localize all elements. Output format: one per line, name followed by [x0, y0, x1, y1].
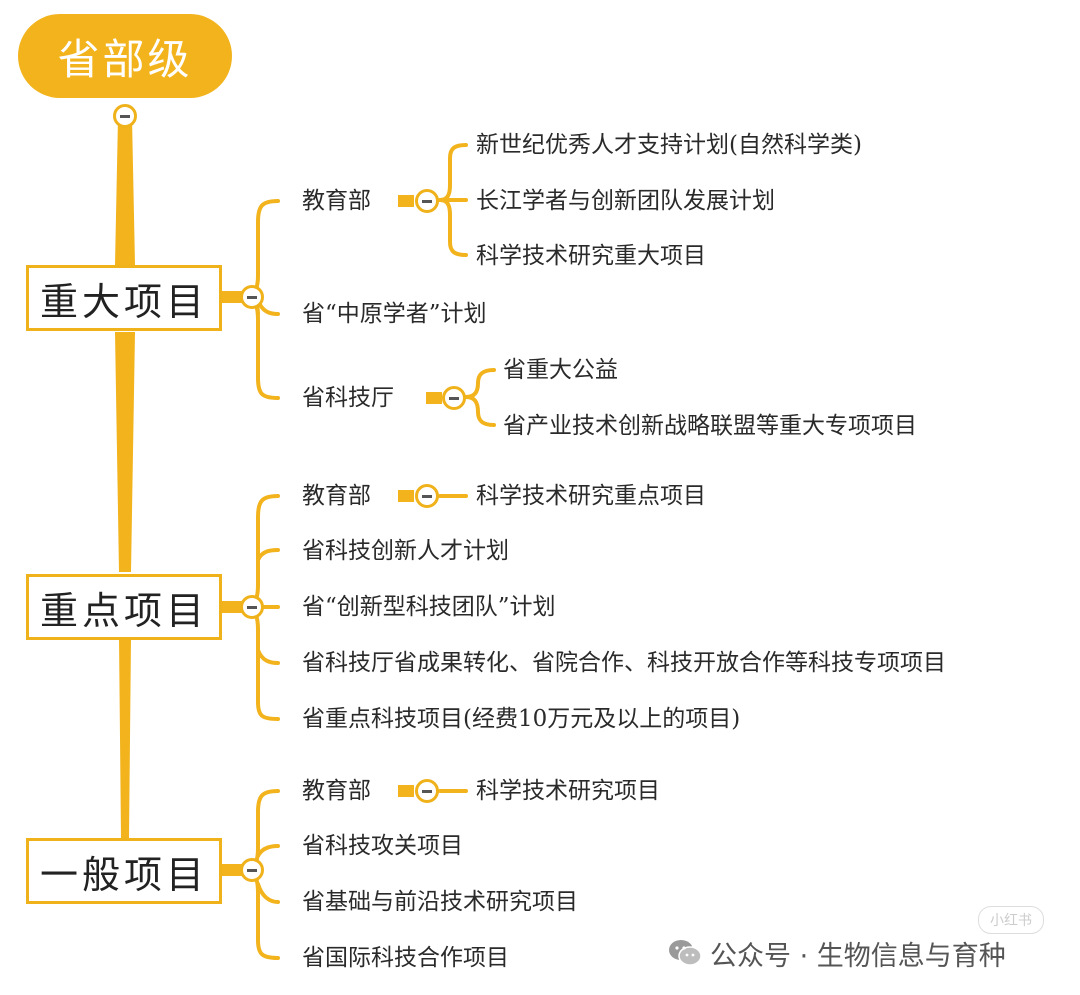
major-dept-item[interactable]: 省产业技术创新战略联盟等重大专项项目 — [503, 413, 917, 439]
general-moe-node[interactable]: 教育部 — [302, 778, 371, 804]
general-collapse-button[interactable] — [240, 858, 264, 882]
major-collapse-button[interactable] — [240, 285, 264, 309]
watermark-text: 公众号 · 生物信息与育种 — [710, 940, 1006, 972]
major-dept-node[interactable]: 省科技厅 — [302, 385, 394, 411]
key-item[interactable]: 省重点科技项目(经费10万元及以上的项目) — [302, 706, 741, 732]
major-moe-node[interactable]: 教育部 — [302, 188, 371, 214]
key-collapse-button[interactable] — [240, 595, 264, 619]
key-moe-node[interactable]: 教育部 — [302, 483, 371, 509]
general-moe-item[interactable]: 科学技术研究项目 — [476, 778, 660, 804]
category-general[interactable]: 一般项目 — [26, 838, 222, 904]
root-collapse-button[interactable] — [113, 104, 137, 128]
general-moe-collapse-button[interactable] — [415, 779, 439, 803]
watermark-tag: 小红书 — [978, 906, 1044, 934]
major-moe-item[interactable]: 科学技术研究重大项目 — [476, 243, 706, 269]
key-moe-item[interactable]: 科学技术研究重点项目 — [476, 483, 706, 509]
root-node[interactable]: 省部级 — [18, 14, 232, 98]
key-item[interactable]: 省科技厅省成果转化、省院合作、科技开放合作等科技专项项目 — [302, 650, 946, 676]
category-major[interactable]: 重大项目 — [26, 265, 222, 331]
general-item[interactable]: 省国际科技合作项目 — [302, 945, 509, 971]
key-moe-collapse-button[interactable] — [415, 484, 439, 508]
major-zhongyuan-node[interactable]: 省“中原学者”计划 — [302, 301, 487, 327]
major-dept-collapse-button[interactable] — [442, 386, 466, 410]
general-item[interactable]: 省基础与前沿技术研究项目 — [302, 889, 578, 915]
wechat-icon — [668, 939, 702, 967]
category-key[interactable]: 重点项目 — [26, 574, 222, 640]
major-dept-item[interactable]: 省重大公益 — [503, 357, 618, 383]
major-moe-collapse-button[interactable] — [415, 189, 439, 213]
major-moe-item[interactable]: 长江学者与创新团队发展计划 — [476, 188, 775, 214]
key-item[interactable]: 省科技创新人才计划 — [302, 538, 509, 564]
major-moe-item[interactable]: 新世纪优秀人才支持计划(自然科学类) — [476, 132, 862, 158]
general-item[interactable]: 省科技攻关项目 — [302, 833, 463, 859]
watermark: 公众号 · 生物信息与育种 — [668, 935, 1006, 972]
key-item[interactable]: 省“创新型科技团队”计划 — [302, 594, 556, 620]
